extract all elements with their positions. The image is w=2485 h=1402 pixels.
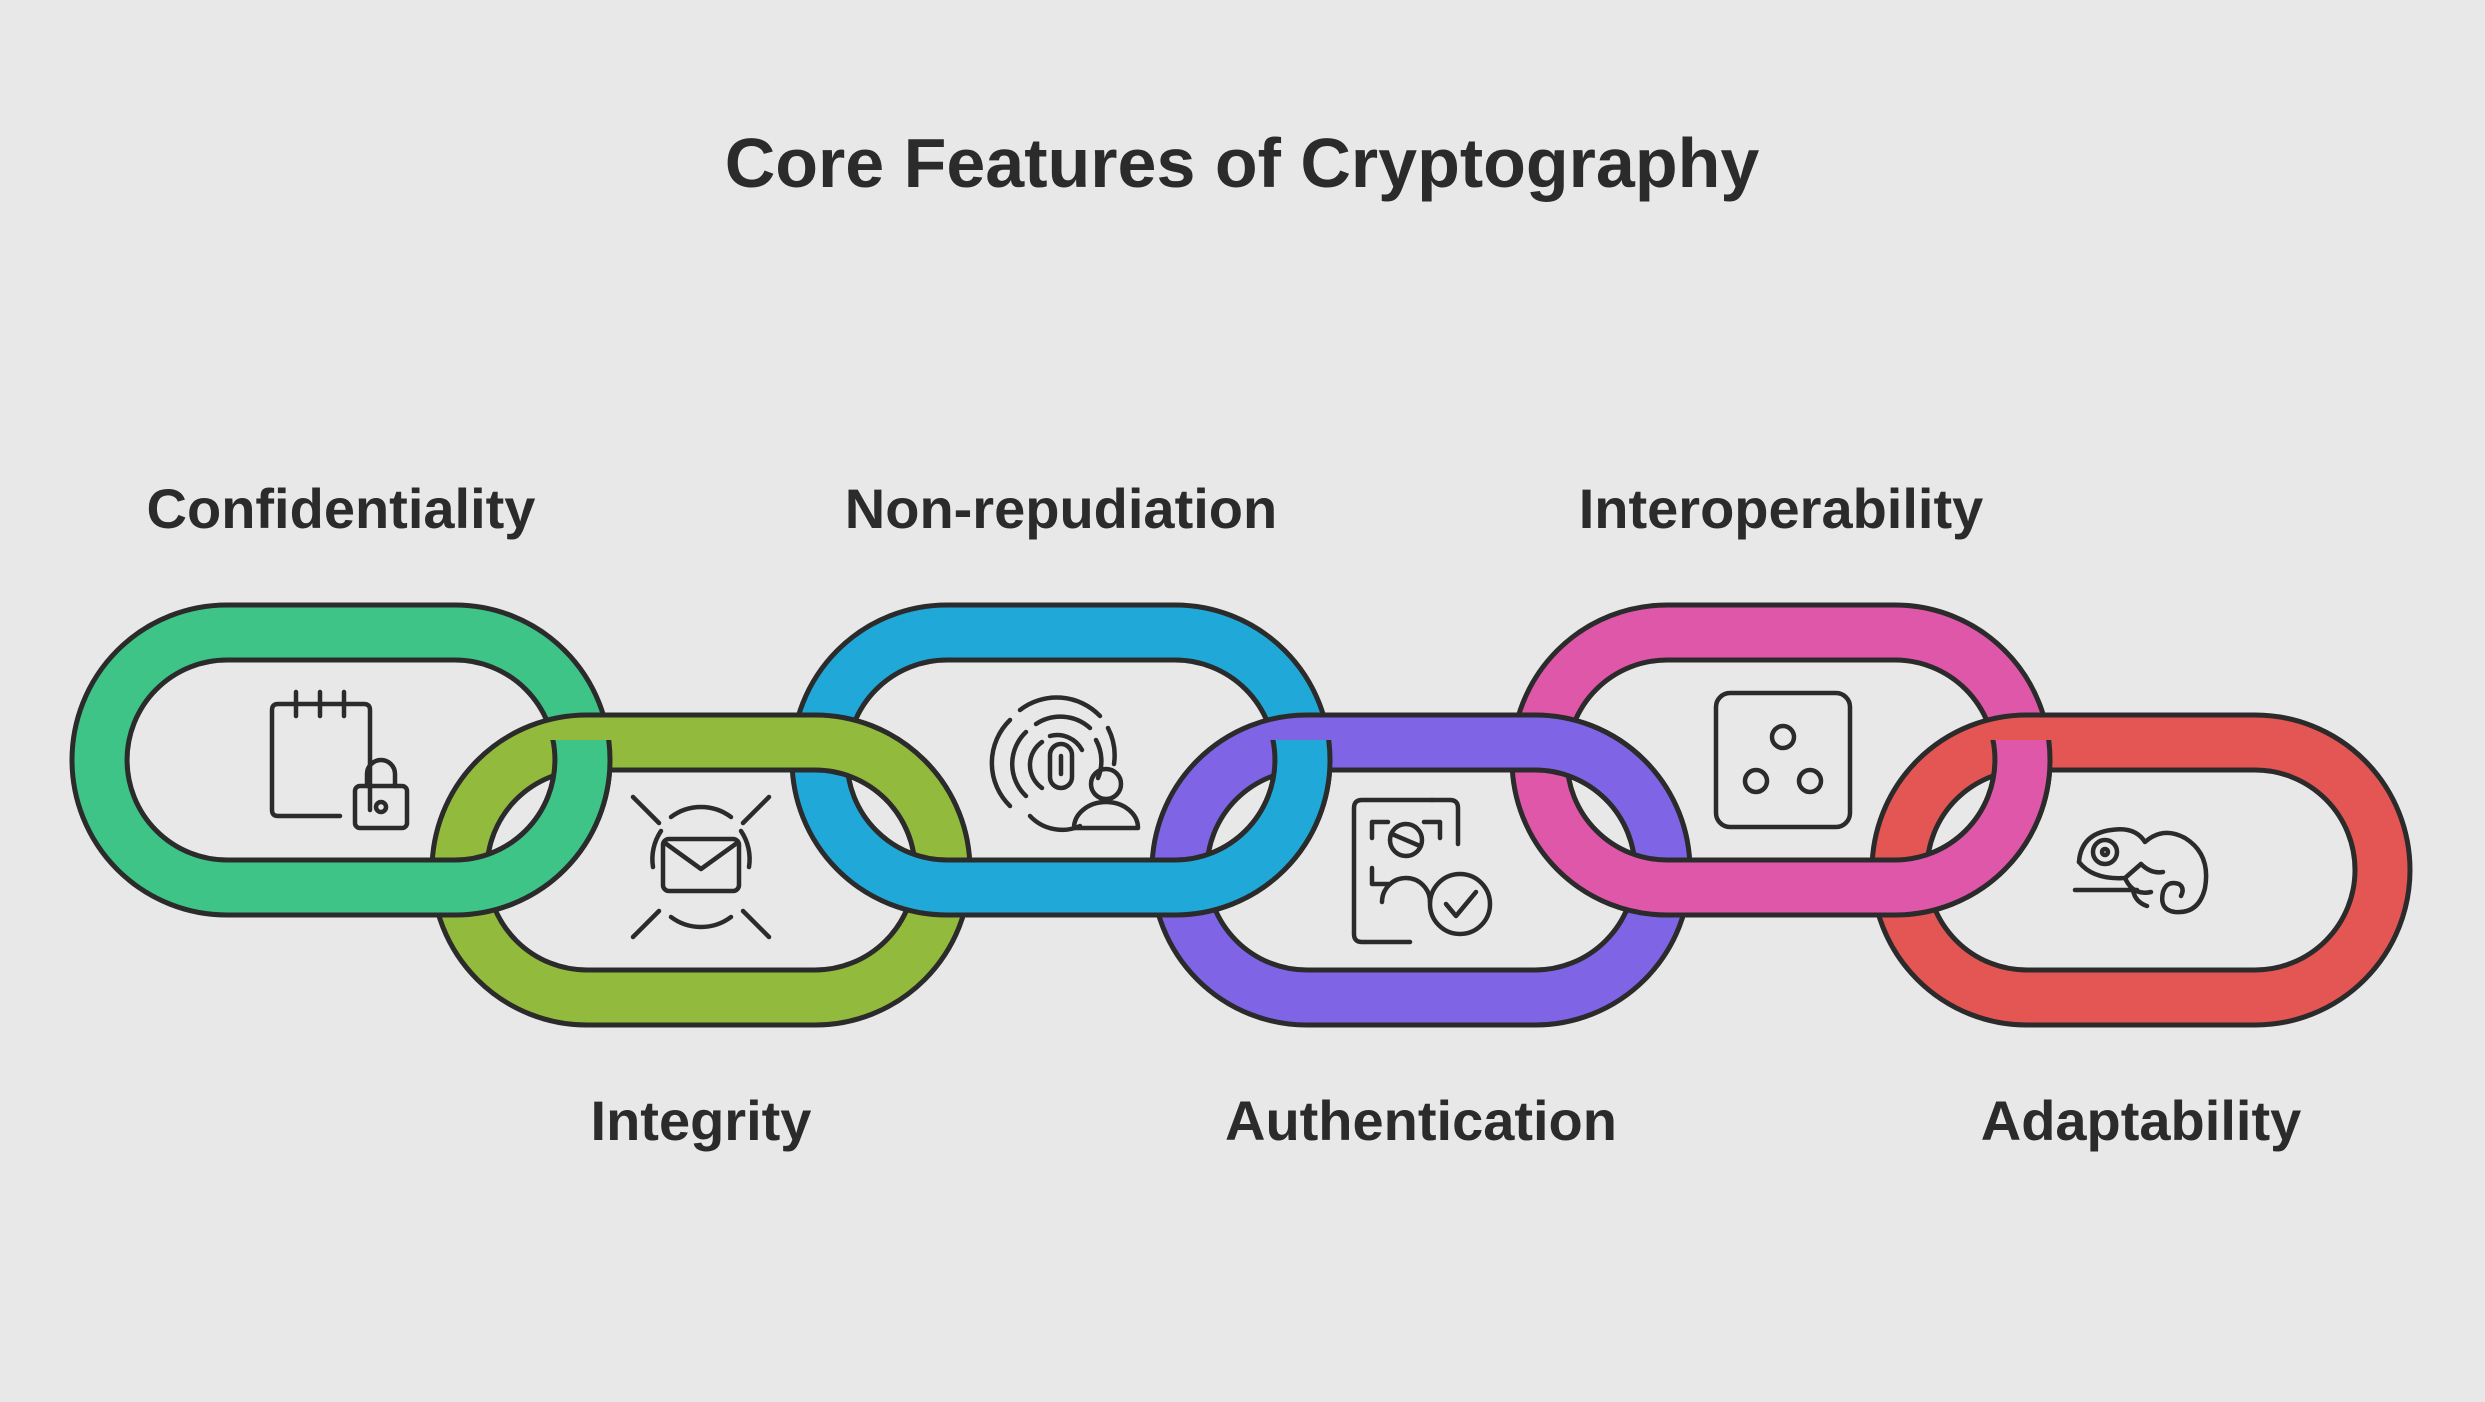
fingerprint-user-icon — [989, 695, 1141, 833]
feature-labels: Confidentiality Integrity Non-repudiatio… — [147, 477, 2302, 1152]
dice-three-icon — [1713, 690, 1853, 830]
chain-interlock-patches — [420, 712, 2053, 918]
chameleon-icon — [2072, 827, 2209, 915]
face-scan-check-icon — [1351, 797, 1493, 945]
label-confidentiality: Confidentiality — [147, 477, 536, 540]
chain-links — [69, 602, 2413, 1028]
interlock-patch-4 — [780, 712, 970, 840]
envelope-target-icon — [630, 794, 772, 940]
label-interoperability: Interoperability — [1579, 477, 1984, 540]
label-integrity: Integrity — [591, 1089, 812, 1152]
label-adaptability: Adaptability — [1981, 1089, 2301, 1152]
interlock-patch-2 — [1140, 740, 1333, 918]
interlock-patch-5 — [1500, 712, 1690, 840]
interlock-patch-1 — [420, 740, 613, 918]
label-non-repudiation: Non-repudiation — [845, 477, 1277, 540]
page-title: Core Features of Cryptography — [725, 124, 1760, 202]
interlock-patch-3 — [1860, 740, 2053, 918]
label-authentication: Authentication — [1225, 1089, 1617, 1152]
calendar-lock-icon — [269, 689, 410, 831]
chain-link-adaptability — [1869, 712, 2413, 1028]
